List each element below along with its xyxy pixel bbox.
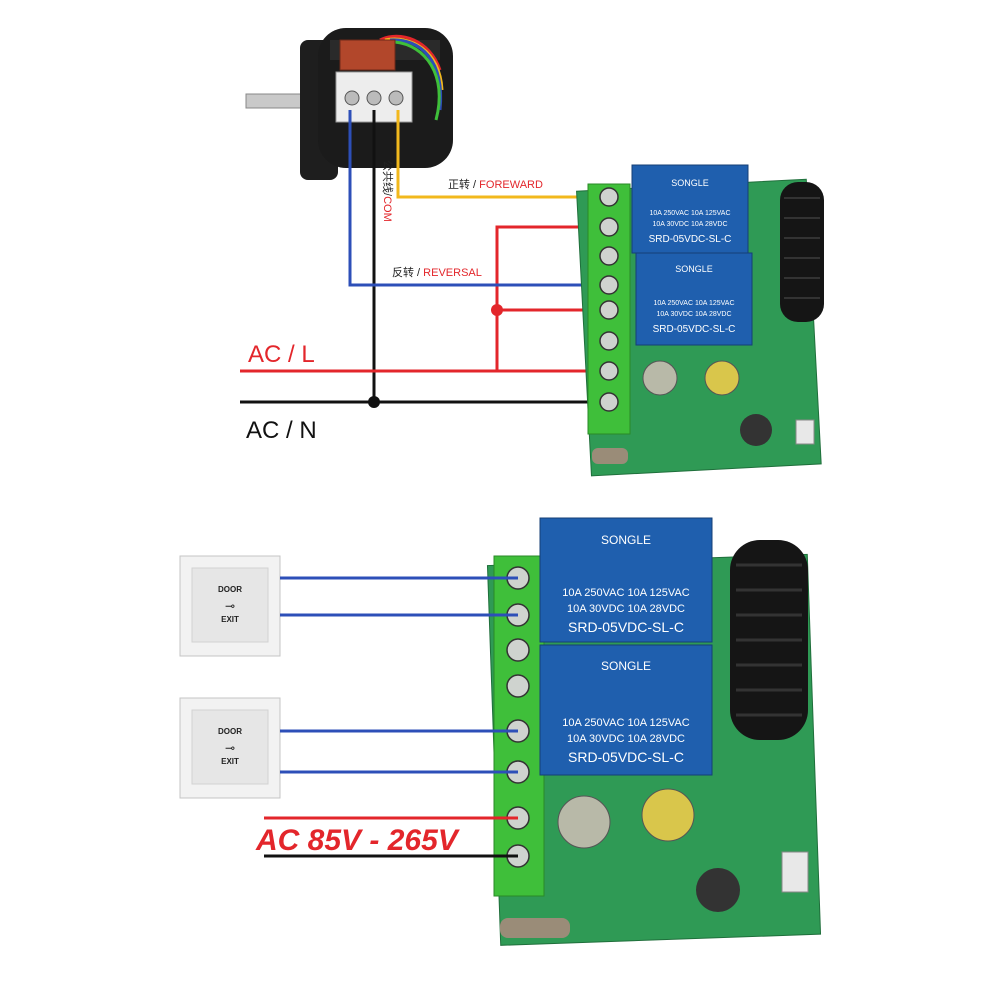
svg-text:10A 250VAC 10A 125VAC: 10A 250VAC 10A 125VAC (653, 300, 734, 307)
label-forward: 正转 / FOREWARD (448, 177, 543, 191)
antenna-coil-top (780, 182, 824, 322)
svg-text:EXIT: EXIT (221, 757, 239, 766)
label-ac-l: AC / L (248, 341, 315, 368)
relay-bottom-2: SONGLE 10A 250VAC 10A 125VAC 10A 30VDC 1… (539, 644, 713, 776)
svg-text:SONGLE: SONGLE (675, 264, 713, 274)
antenna-coil-bottom (730, 540, 808, 740)
svg-text:SONGLE: SONGLE (601, 533, 651, 547)
svg-text:DOOR: DOOR (218, 585, 242, 594)
key-icon: ⊸ (225, 599, 235, 613)
bottom-wires (264, 576, 518, 858)
exit-switch-1: DOOR ⊸ EXIT (179, 555, 281, 657)
terminal-screws-top (599, 187, 619, 412)
svg-text:10A 30VDC 10A 28VDC: 10A 30VDC 10A 28VDC (567, 603, 685, 615)
wire-red-bus (495, 225, 610, 371)
capacitor-top-2 (704, 360, 740, 396)
svg-text:10A 30VDC 10A 28VDC: 10A 30VDC 10A 28VDC (652, 221, 727, 228)
exit-switch-2: DOOR ⊸ EXIT (179, 697, 281, 799)
inductor-bottom (696, 868, 740, 912)
key-icon: ⊸ (225, 741, 235, 755)
capacitor-bottom-2 (641, 788, 695, 842)
svg-text:10A 30VDC 10A 28VDC: 10A 30VDC 10A 28VDC (567, 733, 685, 745)
label-com: 公共线/COM (381, 160, 395, 222)
svg-text:DOOR: DOOR (218, 727, 242, 736)
svg-text:SONGLE: SONGLE (671, 178, 709, 188)
relay-top-1: SONGLE 10A 250VAC 10A 125VAC 10A 30VDC 1… (631, 164, 749, 254)
wire-forward (396, 110, 610, 199)
svg-text:SRD-05VDC-SL-C: SRD-05VDC-SL-C (568, 749, 684, 765)
relay-board-top: SONGLE 10A 250VAC 10A 125VAC 10A 30VDC 1… (576, 164, 824, 477)
svg-text:10A 250VAC 10A 125VAC: 10A 250VAC 10A 125VAC (562, 717, 689, 729)
svg-text:10A 250VAC 10A 125VAC: 10A 250VAC 10A 125VAC (649, 210, 730, 217)
label-reversal: 反转 / REVERSAL (392, 265, 482, 279)
svg-text:SRD-05VDC-SL-C: SRD-05VDC-SL-C (568, 619, 684, 635)
capacitor-bottom-1 (557, 795, 611, 849)
top-wires (240, 110, 610, 408)
button-bottom (781, 851, 809, 893)
button-top (795, 419, 815, 445)
wire-reversal (348, 110, 610, 287)
ac-motor (245, 28, 453, 180)
inductor-top (740, 414, 772, 446)
svg-text:10A 250VAC 10A 125VAC: 10A 250VAC 10A 125VAC (562, 587, 689, 599)
label-ac-n: AC / N (246, 417, 317, 444)
relay-bottom-1: SONGLE 10A 250VAC 10A 125VAC 10A 30VDC 1… (539, 517, 713, 643)
label-voltage: AC 85V - 265V (255, 824, 461, 857)
svg-text:EXIT: EXIT (221, 615, 239, 624)
capacitor-top-1 (642, 360, 678, 396)
relay-board-bottom: SONGLE 10A 250VAC 10A 125VAC 10A 30VDC 1… (486, 517, 822, 946)
relay-top-2: SONGLE 10A 250VAC 10A 125VAC 10A 30VDC 1… (635, 252, 753, 346)
svg-text:SRD-05VDC-SL-C: SRD-05VDC-SL-C (653, 324, 736, 335)
svg-text:10A 30VDC 10A 28VDC: 10A 30VDC 10A 28VDC (656, 311, 731, 318)
svg-text:SRD-05VDC-SL-C: SRD-05VDC-SL-C (649, 234, 732, 245)
svg-text:SONGLE: SONGLE (601, 659, 651, 673)
